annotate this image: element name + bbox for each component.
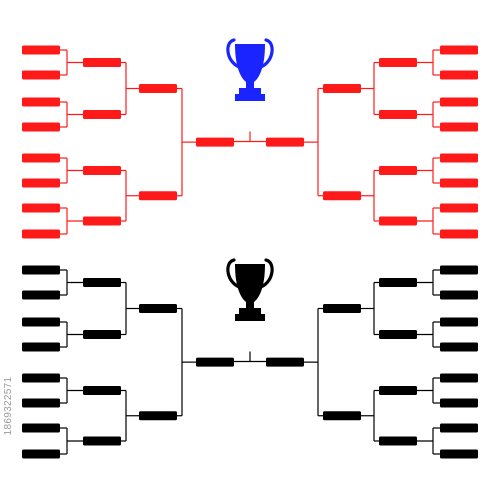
round1-slot <box>22 229 60 239</box>
bracket-left-side <box>22 265 234 459</box>
round1-slot <box>440 373 478 383</box>
round1-slot <box>22 178 60 188</box>
semifinal-slot <box>266 137 304 147</box>
round2-slot <box>83 386 121 395</box>
round1-slot <box>22 373 60 383</box>
round1-slot <box>22 45 60 55</box>
round2-slot <box>379 216 417 226</box>
round1-slot <box>22 342 60 352</box>
trophy-base-top <box>239 88 261 95</box>
round1-slot <box>22 449 60 459</box>
trophy-stem <box>246 301 254 309</box>
round1-slot <box>22 290 60 300</box>
round2-slot <box>379 58 417 67</box>
trophy-icon <box>226 38 274 101</box>
round2-slot <box>379 278 417 287</box>
side-id-text: 1869322571 <box>3 376 14 436</box>
trophy-base <box>235 94 265 101</box>
semifinal-slot <box>266 357 304 367</box>
round2-slot <box>83 110 121 119</box>
red-bracket <box>22 38 478 239</box>
round2-slot <box>83 216 121 226</box>
round1-slot <box>440 122 478 132</box>
bracket-right-side <box>266 45 478 239</box>
round1-slot <box>440 317 478 327</box>
round1-slot <box>440 229 478 239</box>
round3-slot <box>323 84 361 93</box>
round2-slot <box>379 386 417 395</box>
round2-slot <box>379 436 417 446</box>
round1-slot <box>440 449 478 459</box>
round1-slot <box>440 70 478 80</box>
trophy-icon <box>226 258 274 321</box>
round3-slot <box>323 191 361 201</box>
round1-slot <box>22 317 60 327</box>
round1-slot <box>440 342 478 352</box>
round1-slot <box>440 178 478 188</box>
round1-slot <box>440 290 478 300</box>
round3-slot <box>323 411 361 421</box>
round1-slot <box>440 45 478 55</box>
round2-slot <box>379 110 417 119</box>
round1-slot <box>22 70 60 80</box>
trophy-stem <box>246 81 254 89</box>
round1-slot <box>22 423 60 433</box>
bracket-left-side <box>22 45 234 239</box>
round1-slot <box>22 203 60 213</box>
trophy-base <box>235 314 265 321</box>
round3-slot <box>139 84 177 93</box>
round1-slot <box>22 398 60 408</box>
round1-slot <box>22 265 60 275</box>
black-bracket <box>22 258 478 459</box>
trophy-cup <box>235 44 265 82</box>
round3-slot <box>139 411 177 421</box>
round2-slot <box>83 330 121 339</box>
round2-slot <box>83 166 121 175</box>
bracket-right-side <box>266 265 478 459</box>
semifinal-slot <box>196 137 234 147</box>
round2-slot <box>83 436 121 446</box>
round1-slot <box>22 153 60 163</box>
round2-slot <box>379 166 417 175</box>
round1-slot <box>440 153 478 163</box>
semifinal-slot <box>196 357 234 367</box>
round1-slot <box>440 203 478 213</box>
round1-slot <box>22 97 60 107</box>
round3-slot <box>323 304 361 313</box>
trophy-base-top <box>239 308 261 315</box>
trophy-cup <box>235 264 265 302</box>
round2-slot <box>83 58 121 67</box>
round2-slot <box>379 330 417 339</box>
round3-slot <box>139 304 177 313</box>
round2-slot <box>83 278 121 287</box>
round1-slot <box>440 398 478 408</box>
round1-slot <box>440 97 478 107</box>
round3-slot <box>139 191 177 201</box>
round1-slot <box>22 122 60 132</box>
round1-slot <box>440 423 478 433</box>
round1-slot <box>440 265 478 275</box>
